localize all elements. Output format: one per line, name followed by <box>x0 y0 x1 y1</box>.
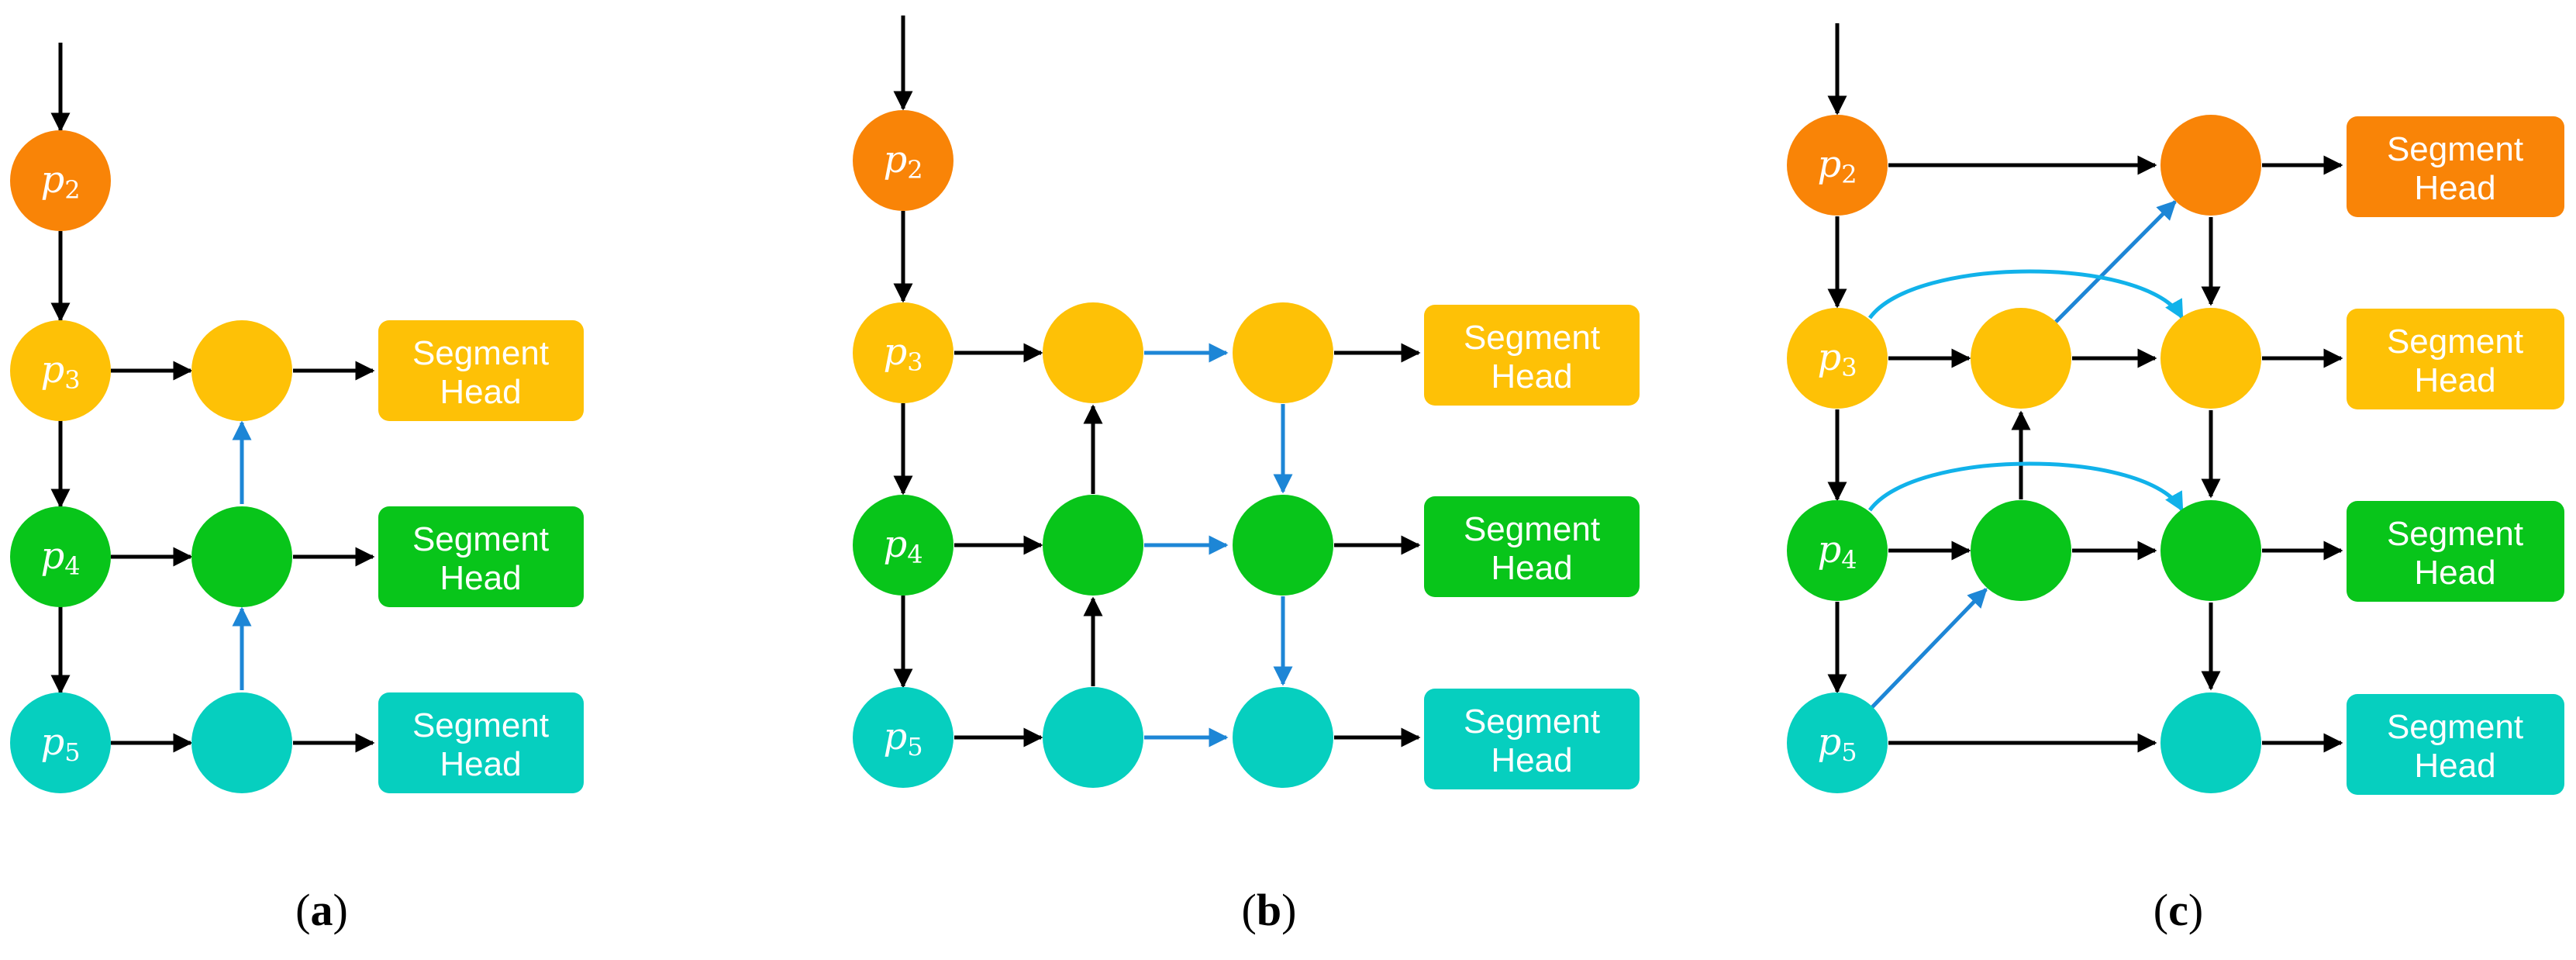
node-p3-label: p3 <box>883 330 922 377</box>
node-yellow-out <box>2160 308 2261 409</box>
node-p2 <box>10 130 111 231</box>
panel-label-c: (c) <box>2154 885 2203 935</box>
svg-text:Head: Head <box>440 559 521 597</box>
svg-text:Segment: Segment <box>2387 323 2523 361</box>
node-p5 <box>1787 692 1888 793</box>
node-orange-out <box>2160 115 2261 216</box>
segment-head-green: Segment Head <box>1424 496 1640 597</box>
node-p4-label: p4 <box>40 534 80 581</box>
panel-a: p2 p3 p4 p5 Segment Head Segment Head Se… <box>10 43 584 935</box>
node-yellow-mid <box>1971 308 2071 409</box>
node-green-out <box>2160 500 2261 601</box>
node-p3 <box>1787 308 1888 409</box>
node-p3 <box>10 320 111 421</box>
svg-text:Segment: Segment <box>2387 515 2523 553</box>
node-p5 <box>853 687 953 788</box>
panel-c-arrows <box>1827 23 2343 753</box>
arrow-p3-y2-skip <box>1867 269 2185 320</box>
svg-text:Head: Head <box>2414 169 2495 207</box>
svg-text:Head: Head <box>1491 741 1572 779</box>
node-cyan <box>191 692 292 793</box>
svg-text:Segment: Segment <box>412 520 549 558</box>
svg-text:Head: Head <box>1491 549 1572 587</box>
node-p3 <box>853 302 953 403</box>
svg-text:Head: Head <box>2414 747 2495 785</box>
svg-text:Segment: Segment <box>2387 130 2523 168</box>
node-p2 <box>853 110 953 211</box>
arrow-y1-o2-diag <box>2054 200 2177 323</box>
node-green <box>191 506 292 607</box>
panel-label-a: (a) <box>295 885 348 935</box>
segment-head-cyan: Segment Head <box>378 692 584 793</box>
node-p2-label: p2 <box>883 138 922 185</box>
node-p2 <box>1787 115 1888 216</box>
node-green-td <box>1043 495 1143 596</box>
segment-head-cyan: Segment Head <box>1424 689 1640 789</box>
node-p3-label: p3 <box>1817 336 1857 382</box>
panel-label-b: (b) <box>1242 885 1297 935</box>
panel-b-arrows <box>893 16 1421 748</box>
segment-head-green: Segment Head <box>2347 501 2564 602</box>
segment-head-cyan: Segment Head <box>2347 694 2564 795</box>
node-green-bu <box>1233 495 1333 596</box>
panel-a-arrows <box>50 43 375 753</box>
svg-text:Segment: Segment <box>1464 319 1600 357</box>
svg-text:Segment: Segment <box>1464 703 1600 741</box>
svg-text:Segment: Segment <box>2387 708 2523 746</box>
segment-head-yellow: Segment Head <box>1424 305 1640 406</box>
node-cyan-out <box>2160 692 2261 793</box>
node-p4 <box>10 506 111 607</box>
svg-text:Segment: Segment <box>412 706 549 744</box>
arrow-p4-g2-skip <box>1867 461 2185 513</box>
node-p2-label: p2 <box>1817 143 1857 189</box>
svg-text:Head: Head <box>2414 554 2495 592</box>
node-yellow-bu <box>1233 302 1333 403</box>
segment-head-yellow: Segment Head <box>378 320 584 421</box>
node-p2-label: p2 <box>40 158 80 205</box>
node-p3-label: p3 <box>40 348 80 395</box>
node-green-mid <box>1971 500 2071 601</box>
node-yellow <box>191 320 292 421</box>
svg-text:Head: Head <box>2414 361 2495 399</box>
node-p4-label: p4 <box>883 523 922 569</box>
panel-c: p2 p3 p4 p5 Segment Head Segment Head Se… <box>1787 23 2564 935</box>
node-p5-label: p5 <box>883 715 922 761</box>
node-p5 <box>10 692 111 793</box>
node-p5-label: p5 <box>40 720 80 767</box>
svg-text:Head: Head <box>440 373 521 411</box>
node-yellow-td <box>1043 302 1143 403</box>
panel-b: p2 p3 p4 p5 Segment Head Segment Head Se… <box>853 16 1640 935</box>
node-cyan-bu <box>1233 687 1333 788</box>
node-p4 <box>853 495 953 596</box>
segment-head-green: Segment Head <box>378 506 584 607</box>
arrow-p5-g1-diag <box>1871 588 1988 709</box>
node-p4 <box>1787 500 1888 601</box>
segment-head-yellow: Segment Head <box>2347 309 2564 409</box>
node-cyan-td <box>1043 687 1143 788</box>
svg-text:Segment: Segment <box>1464 510 1600 548</box>
svg-text:Head: Head <box>1491 357 1572 395</box>
segment-head-orange: Segment Head <box>2347 116 2564 217</box>
svg-text:Head: Head <box>440 745 521 783</box>
svg-text:Segment: Segment <box>412 334 549 372</box>
node-p4-label: p4 <box>1817 528 1857 575</box>
node-p5-label: p5 <box>1817 720 1857 767</box>
